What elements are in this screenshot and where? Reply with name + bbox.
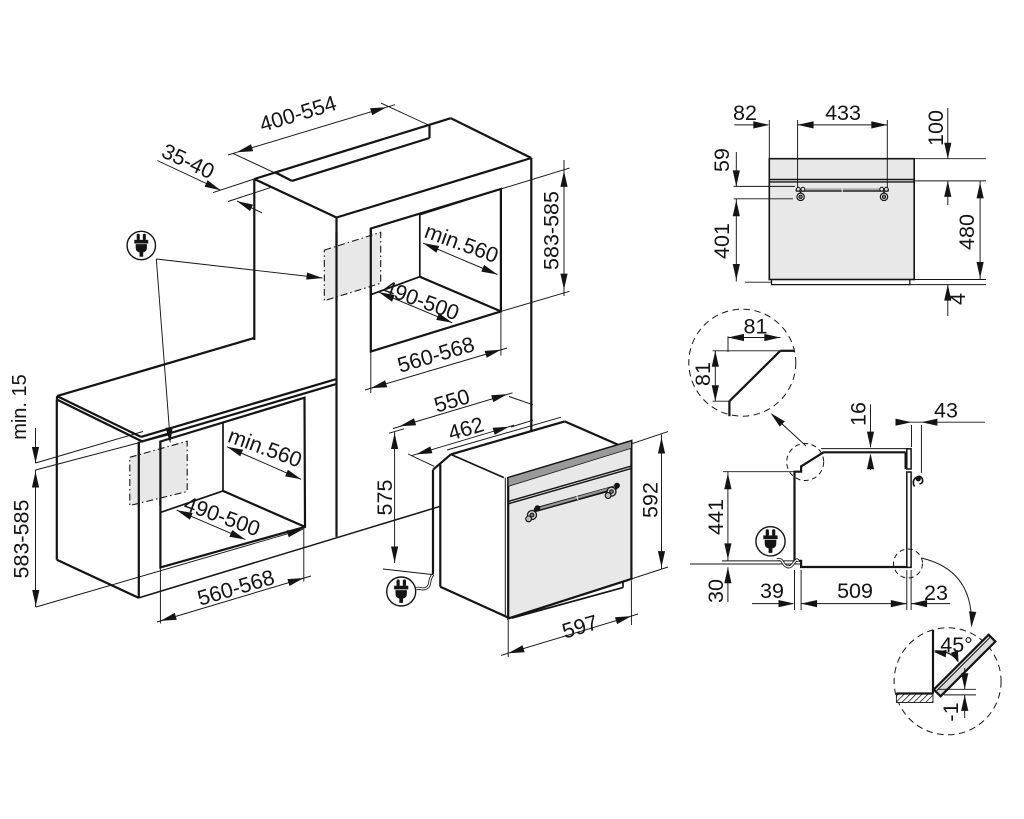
- svg-text:81: 81: [691, 362, 715, 386]
- svg-text:583-585: 583-585: [540, 191, 564, 270]
- svg-text:592: 592: [639, 482, 663, 518]
- svg-text:401: 401: [710, 223, 734, 259]
- svg-text:441: 441: [704, 499, 728, 535]
- svg-text:43: 43: [934, 399, 958, 423]
- svg-text:59: 59: [710, 148, 734, 172]
- svg-text:575: 575: [373, 480, 397, 516]
- svg-text:100: 100: [924, 110, 948, 146]
- svg-text:433: 433: [825, 101, 861, 125]
- svg-text:82: 82: [733, 101, 757, 125]
- svg-text:81: 81: [744, 315, 768, 339]
- svg-text:23: 23: [924, 581, 948, 605]
- svg-text:16: 16: [847, 402, 871, 426]
- svg-text:509: 509: [837, 579, 873, 603]
- svg-text:583-585: 583-585: [10, 500, 34, 579]
- svg-text:min. 15: min. 15: [9, 374, 31, 440]
- svg-text:45°: 45°: [940, 633, 973, 657]
- svg-text:39: 39: [760, 579, 784, 603]
- svg-text:480: 480: [955, 214, 979, 250]
- svg-text:4: 4: [946, 293, 970, 305]
- svg-text:-1: -1: [939, 702, 963, 721]
- svg-text:30: 30: [704, 579, 728, 603]
